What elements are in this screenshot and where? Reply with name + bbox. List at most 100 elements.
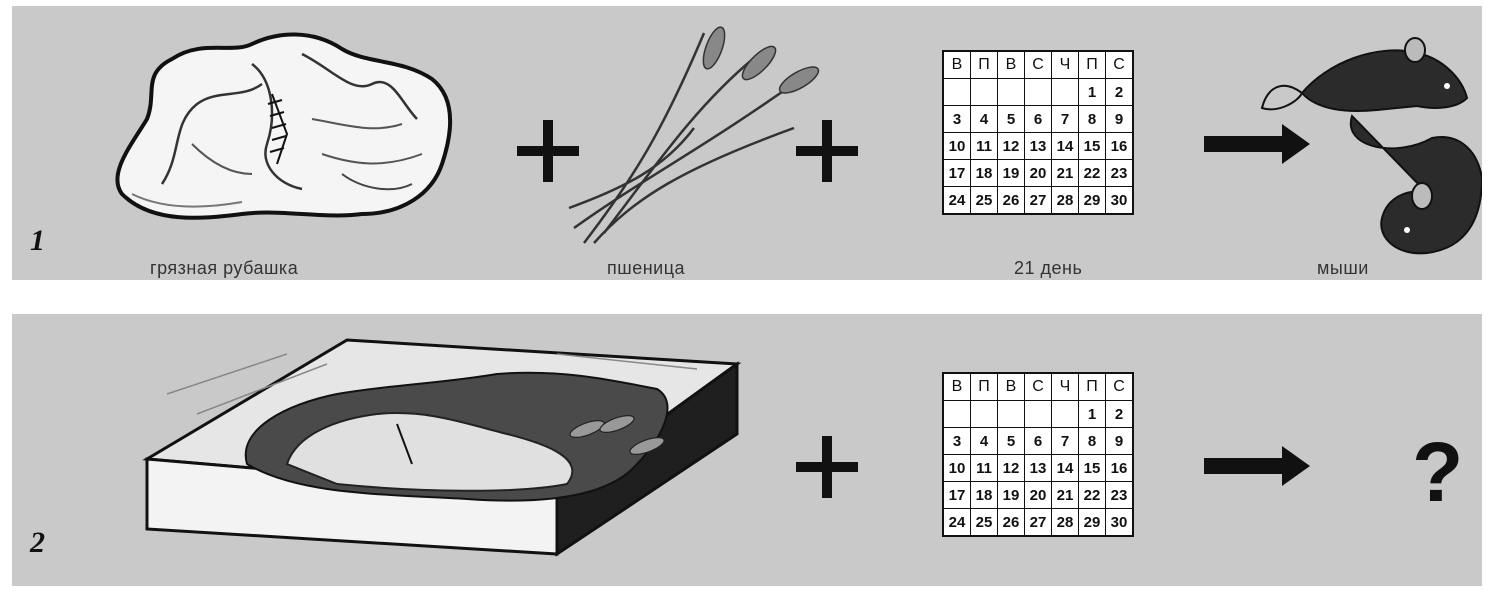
calendar-day: 6 bbox=[1025, 428, 1052, 455]
dirty-shirt-illustration bbox=[102, 24, 462, 239]
calendar-day: 8 bbox=[1079, 428, 1106, 455]
calendar-day: 12 bbox=[998, 455, 1025, 482]
calendar-weekday: В bbox=[943, 373, 971, 401]
plus-icon bbox=[794, 118, 860, 184]
box-with-shirt-and-wheat-illustration bbox=[137, 334, 747, 559]
calendar-weekday: С bbox=[1106, 51, 1134, 79]
question-mark-result: ? bbox=[1412, 424, 1463, 521]
calendar-day: 3 bbox=[943, 106, 971, 133]
caption-wheat: пшеница bbox=[607, 258, 685, 279]
calendar-day: 16 bbox=[1106, 455, 1134, 482]
calendar-weekday: Ч bbox=[1052, 373, 1079, 401]
calendar-day: 24 bbox=[943, 187, 971, 215]
calendar-day: 27 bbox=[1025, 509, 1052, 537]
calendar-weekday: В bbox=[998, 51, 1025, 79]
calendar-day: 29 bbox=[1079, 509, 1106, 537]
calendar-day: 10 bbox=[943, 133, 971, 160]
calendar-day: 16 bbox=[1106, 133, 1134, 160]
calendar-day: 4 bbox=[971, 428, 998, 455]
calendar-day: 15 bbox=[1079, 133, 1106, 160]
calendar-day: 26 bbox=[998, 187, 1025, 215]
calendar-day bbox=[998, 79, 1025, 106]
calendar-day bbox=[971, 79, 998, 106]
calendar-day: 24 bbox=[943, 509, 971, 537]
calendar-day: 19 bbox=[998, 482, 1025, 509]
calendar-day: 22 bbox=[1079, 160, 1106, 187]
calendar-week-row: 12 bbox=[943, 401, 1133, 428]
calendar-day: 26 bbox=[998, 509, 1025, 537]
calendar-day: 21 bbox=[1052, 482, 1079, 509]
calendar-day: 30 bbox=[1106, 509, 1134, 537]
calendar-day: 1 bbox=[1079, 401, 1106, 428]
caption-21-days: 21 день bbox=[1014, 258, 1082, 279]
calendar-day: 27 bbox=[1025, 187, 1052, 215]
calendar-day: 30 bbox=[1106, 187, 1134, 215]
calendar-day: 11 bbox=[971, 133, 998, 160]
calendar-day: 23 bbox=[1106, 482, 1134, 509]
calendar-day: 21 bbox=[1052, 160, 1079, 187]
calendar-week-row: 12 bbox=[943, 79, 1133, 106]
calendar-day: 23 bbox=[1106, 160, 1134, 187]
calendar-day: 25 bbox=[971, 187, 998, 215]
calendar-week-row: 17181920212223 bbox=[943, 160, 1133, 187]
calendar-day bbox=[1025, 79, 1052, 106]
calendar-day: 18 bbox=[971, 482, 998, 509]
calendar-day: 4 bbox=[971, 106, 998, 133]
calendar-day bbox=[1025, 401, 1052, 428]
calendar-weekday: С bbox=[1106, 373, 1134, 401]
calendar-day: 2 bbox=[1106, 79, 1134, 106]
calendar-day: 20 bbox=[1025, 160, 1052, 187]
row-number: 1 bbox=[30, 224, 45, 258]
caption-dirty-shirt: грязная рубашка bbox=[150, 258, 298, 279]
calendar-day: 7 bbox=[1052, 106, 1079, 133]
calendar-day: 19 bbox=[998, 160, 1025, 187]
calendar-day: 9 bbox=[1106, 106, 1134, 133]
calendar-day bbox=[1052, 79, 1079, 106]
calendar-day: 10 bbox=[943, 455, 971, 482]
calendar-day bbox=[1052, 401, 1079, 428]
calendar-day: 20 bbox=[1025, 482, 1052, 509]
calendar-day: 14 bbox=[1052, 455, 1079, 482]
calendar-day: 13 bbox=[1025, 455, 1052, 482]
calendar-day: 17 bbox=[943, 482, 971, 509]
calendar-day: 28 bbox=[1052, 187, 1079, 215]
calendar-day: 3 bbox=[943, 428, 971, 455]
calendar-day: 7 bbox=[1052, 428, 1079, 455]
caption-mice: мыши bbox=[1317, 258, 1369, 279]
calendar-weekday: В bbox=[943, 51, 971, 79]
plus-icon bbox=[794, 434, 860, 500]
wheat-illustration bbox=[564, 18, 824, 253]
calendar-day: 25 bbox=[971, 509, 998, 537]
calendar-day: 5 bbox=[998, 106, 1025, 133]
calendar-weekday: С bbox=[1025, 51, 1052, 79]
calendar-day: 28 bbox=[1052, 509, 1079, 537]
calendar-header-row: ВПВСЧПС bbox=[943, 51, 1133, 79]
calendar-day: 8 bbox=[1079, 106, 1106, 133]
calendar-day bbox=[943, 401, 971, 428]
calendar-day: 6 bbox=[1025, 106, 1052, 133]
calendar-day: 11 bbox=[971, 455, 998, 482]
calendar-day: 9 bbox=[1106, 428, 1134, 455]
calendar-day bbox=[998, 401, 1025, 428]
calendar-day: 1 bbox=[1079, 79, 1106, 106]
calendar-weekday: П bbox=[1079, 373, 1106, 401]
calendar-header-row: ВПВСЧПС bbox=[943, 373, 1133, 401]
mice-illustration bbox=[1257, 18, 1482, 263]
calendar-weekday: Ч bbox=[1052, 51, 1079, 79]
calendar-day: 12 bbox=[998, 133, 1025, 160]
calendar-day: 13 bbox=[1025, 133, 1052, 160]
calendar-day: 15 bbox=[1079, 455, 1106, 482]
calendar-weekday: П bbox=[1079, 51, 1106, 79]
calendar-day: 14 bbox=[1052, 133, 1079, 160]
